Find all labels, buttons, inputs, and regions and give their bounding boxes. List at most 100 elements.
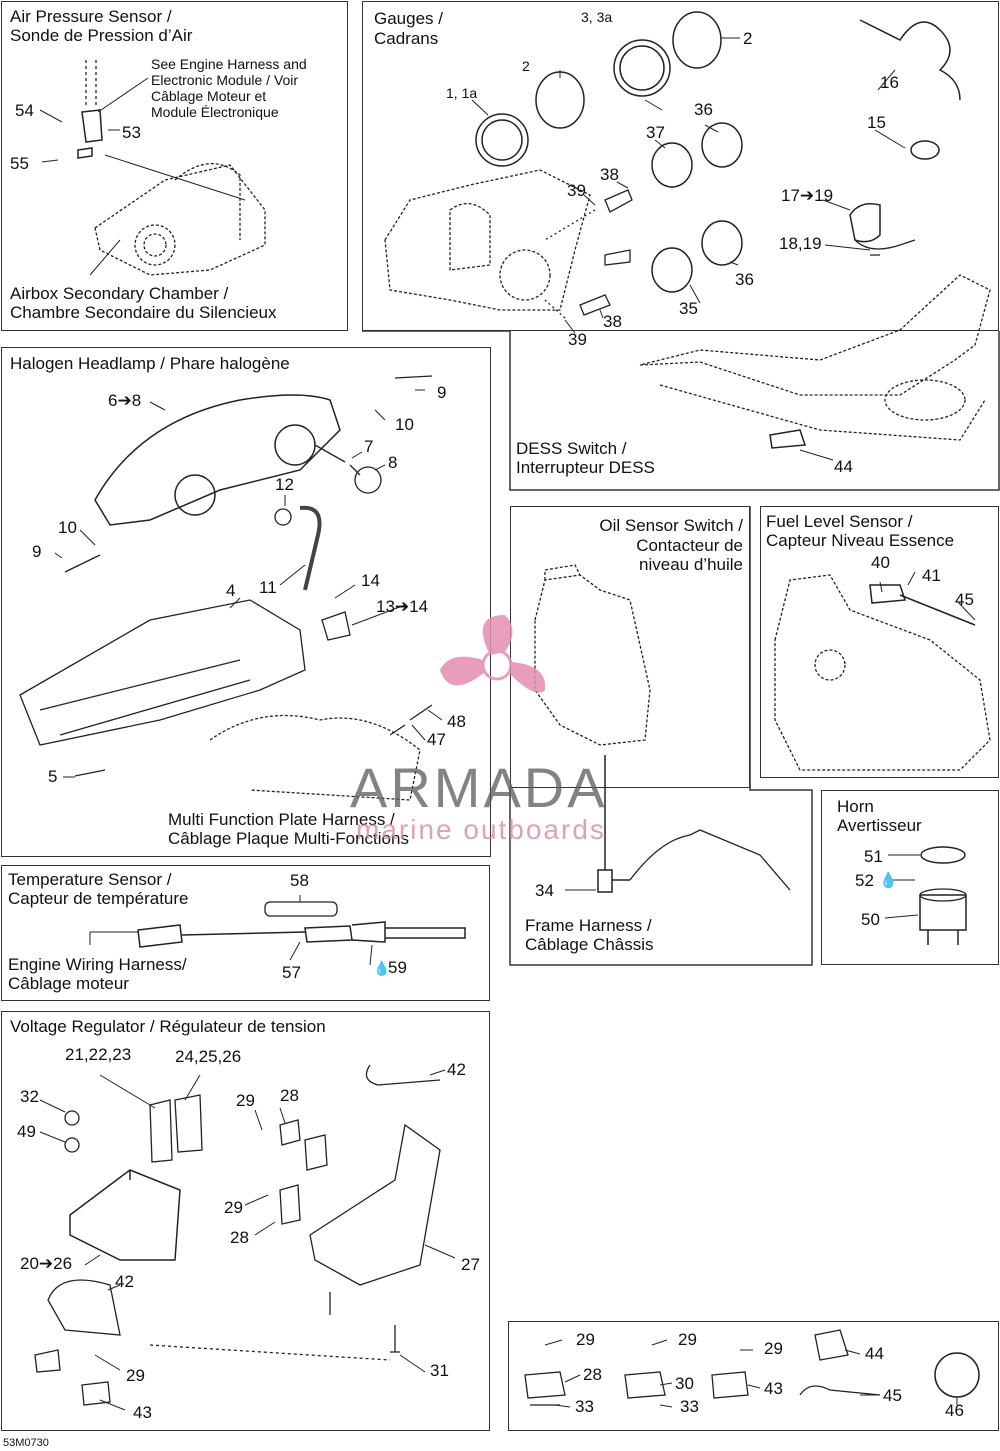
callout: 15 — [867, 113, 886, 132]
callout: 11 — [259, 578, 277, 597]
callout: 9 — [32, 542, 42, 561]
frame-harness-caption: Frame Harness / — [525, 916, 652, 935]
callout: 54 — [15, 101, 34, 120]
callout: 10 — [58, 518, 77, 537]
headlamp-assembly — [94, 394, 341, 526]
hardware-46 — [934, 1352, 980, 1398]
callout: 43 — [764, 1379, 783, 1398]
regulator-body — [69, 1169, 181, 1261]
callout: 40 — [871, 553, 890, 572]
callout: 42 — [447, 1060, 466, 1079]
temperature-title: Temperature Sensor / — [8, 870, 172, 889]
callout: 4 — [226, 581, 236, 600]
callout: 58 — [290, 871, 309, 890]
dess-panel-outline — [362, 330, 1000, 491]
panel-hardware — [508, 1321, 999, 1431]
callout: 53 — [122, 123, 141, 142]
hardware-45 — [799, 1385, 881, 1396]
airbox-caption: Airbox Secondary Chamber / — [10, 284, 229, 303]
handlebar-frame — [639, 274, 991, 441]
harness-sketch — [209, 714, 421, 801]
temp-sensor — [137, 921, 466, 948]
cover-42 — [47, 1279, 121, 1336]
headlamp-bulb-ring — [354, 466, 382, 494]
airbox-caption-fr: Chambre Secondaire du Silencieux — [10, 303, 277, 322]
callout: 28 — [280, 1086, 299, 1105]
panel-horn — [821, 790, 999, 965]
callout: 24,25,26 — [175, 1047, 242, 1066]
callout: 35 — [679, 299, 698, 318]
callout: 18,19 — [779, 234, 822, 253]
gauges-title-fr: Cadrans — [374, 29, 439, 48]
screw-31 — [390, 1325, 400, 1353]
multi-function-caption: Multi Function Plate Harness / — [168, 810, 395, 829]
panel-oil-sensor-switch — [510, 506, 750, 788]
gauges-title: Gauges / — [374, 9, 443, 28]
callout: 49 — [17, 1122, 36, 1141]
bolt-9-left — [64, 554, 101, 573]
callout: 32 — [20, 1087, 39, 1106]
dess-key — [910, 140, 940, 160]
gauge-36-bottom — [701, 220, 743, 266]
temperature-title-fr: Capteur de température — [8, 889, 189, 908]
frame-harness-caption-fr: Câblage Châssis — [525, 935, 654, 954]
panel-fuel-level-sensor — [760, 506, 999, 778]
callout: 27 — [461, 1255, 480, 1274]
figure-code: 53M0730 — [3, 1437, 49, 1449]
callout: 39 — [568, 330, 587, 349]
callout: 37 — [646, 123, 665, 142]
callout: 29 — [224, 1198, 243, 1217]
callout: 12 — [275, 475, 294, 494]
gauge-ring — [535, 71, 585, 129]
temp-sleeve — [264, 901, 338, 917]
dess-title-fr: Interrupteur DESS — [516, 458, 655, 477]
callout: 21,22,23 — [65, 1045, 132, 1064]
callout: 52 — [855, 871, 874, 890]
air-pressure-note: Electronic Module / Voir — [151, 72, 299, 88]
watermark-brand: ARMADA — [350, 756, 608, 819]
callout: 30 — [675, 1374, 694, 1393]
gauge-35 — [651, 247, 693, 293]
airbox-chamber — [94, 162, 266, 276]
horn-title-fr: Avertisseur — [837, 816, 922, 835]
callout: 16 — [880, 73, 899, 92]
callout: 33 — [575, 1397, 594, 1416]
clip-28 — [279, 1119, 328, 1225]
callout: 48 — [447, 712, 466, 731]
air-pressure-note: See Engine Harness and — [151, 56, 307, 72]
air-pressure-title-fr: Sonde de Pression d’Air — [10, 26, 193, 45]
propeller-logo — [440, 615, 546, 693]
callout: 7 — [364, 437, 374, 456]
sealant-drop-icon: 💧 — [373, 960, 391, 976]
callout: 46 — [945, 1401, 964, 1420]
engine-harness-caption: Engine Wiring Harness/ — [8, 955, 187, 974]
callout: 47 — [427, 730, 446, 749]
callout: 51 — [864, 847, 883, 866]
callout: 6➔8 — [108, 391, 142, 410]
hardware-28 — [524, 1371, 566, 1406]
callout: 39 — [567, 181, 586, 200]
callout: 29 — [576, 1330, 595, 1349]
callout: 36 — [694, 100, 713, 119]
dess-switch — [849, 203, 881, 243]
oil-panel-outline — [509, 506, 813, 966]
callout: 20➔26 — [20, 1254, 73, 1273]
air-pressure-note: Module Électronique — [151, 104, 279, 120]
callout: 59 — [388, 958, 407, 977]
callout: 28 — [230, 1228, 249, 1247]
oil-sensor-title: Oil Sensor Switch / — [599, 516, 743, 535]
panel-air-pressure-sensor — [1, 1, 348, 331]
callout: 36 — [735, 270, 754, 289]
callout: 2 — [522, 58, 530, 74]
callout: 8 — [388, 453, 398, 472]
callout: 13➔14 — [376, 597, 429, 616]
frame-harness — [629, 829, 791, 891]
callout: 29 — [678, 1330, 697, 1349]
fuel-level-title-fr: Capteur Niveau Essence — [766, 531, 955, 550]
connector-13 — [321, 611, 351, 641]
callout: 33 — [680, 1397, 699, 1416]
sealant-drop-icon: 💧 — [879, 872, 898, 889]
air-pressure-note: Câblage Moteur et — [151, 88, 267, 104]
callout: 2 — [743, 29, 753, 48]
